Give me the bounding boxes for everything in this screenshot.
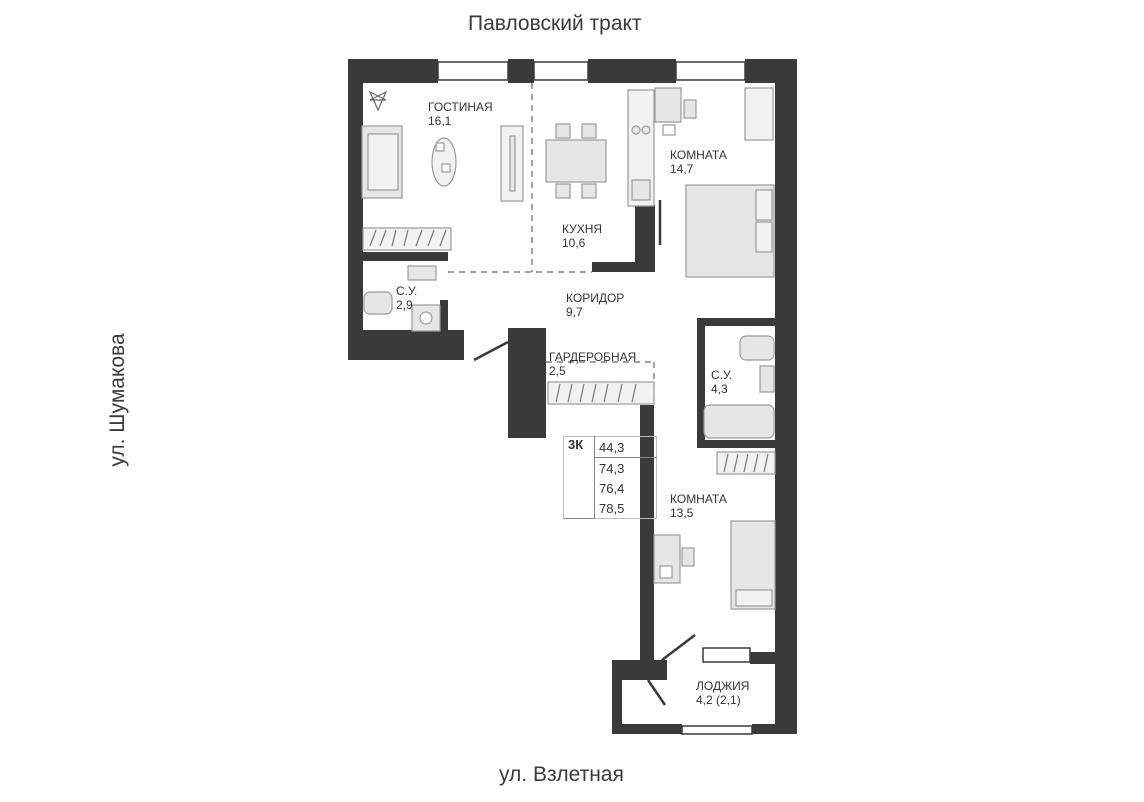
- windows: [437, 61, 753, 735]
- door-loggia: [646, 679, 667, 706]
- room-name: С.У.: [396, 284, 418, 298]
- wall-corridor-pillar: [508, 328, 546, 438]
- wall-bath1-top: [348, 252, 448, 261]
- wall-kitchen-right: [635, 205, 655, 270]
- furniture: [361, 87, 776, 610]
- area-with-loggia-full: 78,5: [599, 500, 625, 516]
- area-with-loggia-half: 76,4: [599, 480, 625, 496]
- room-name: КОРИДОР: [566, 291, 625, 305]
- room-name: ГАРДЕРОБНАЯ: [549, 350, 637, 364]
- bathtub: [703, 404, 775, 439]
- window-kitchen: [533, 61, 589, 81]
- room-area: 9,7: [566, 305, 583, 319]
- room-label-bath1: С.У. 2,9: [396, 284, 417, 312]
- dining-table: [545, 139, 607, 183]
- doors: [473, 200, 696, 706]
- area-table: 3К 44,3 74,3 76,4 78,5: [563, 436, 657, 519]
- area-total: 74,3: [599, 460, 625, 476]
- door-bedroom2: [661, 634, 696, 661]
- window-living: [437, 61, 509, 81]
- wall-loggia-top: [612, 660, 667, 680]
- window-loggia: [681, 725, 753, 735]
- room-name: КУХНЯ: [562, 222, 603, 236]
- room-label-living: ГОСТИНАЯ 16,1: [428, 100, 493, 128]
- wardrobe-rack: [547, 381, 655, 405]
- room-label-bedroom2: КОМНАТА 13,5: [670, 492, 727, 520]
- wall-loggia-left: [612, 660, 622, 734]
- wall-right: [775, 59, 797, 734]
- wall-left-bottom: [348, 330, 464, 360]
- room-name: КОМНАТА: [670, 148, 727, 162]
- room-area: 13,5: [670, 506, 694, 520]
- wall-bath2-top: [697, 318, 777, 326]
- room-area: 2,5: [549, 364, 566, 378]
- sink-bath1: [407, 265, 437, 281]
- wall-bath2-left: [697, 318, 705, 446]
- room-name: ГОСТИНАЯ: [428, 100, 493, 114]
- room-name: С.У.: [711, 368, 733, 382]
- room-area: 4,3: [711, 382, 728, 396]
- toilet-bath2: [739, 335, 775, 361]
- living-wardrobe: [362, 227, 452, 251]
- door-entrance: [473, 340, 509, 362]
- wall-bath2-bottom: [697, 440, 777, 448]
- shelf-bedroom1: [744, 87, 774, 141]
- wall-loggia-bottom-right: [752, 724, 797, 734]
- toilet-bath1: [363, 291, 393, 315]
- desk-bedroom1: [654, 87, 682, 123]
- apartment-type: 3К: [563, 436, 595, 519]
- room-area: 4,2 (2,1): [696, 693, 741, 707]
- area-living: 44,3: [594, 436, 657, 458]
- window-bedroom1: [675, 61, 746, 81]
- room-area: 2,9: [396, 298, 413, 312]
- room-label-kitchen: КУХНЯ 10,6: [562, 222, 602, 250]
- wall-loggia-bottom: [612, 724, 682, 734]
- room-name: ЛОДЖИЯ: [696, 679, 750, 693]
- wall-left: [348, 59, 363, 359]
- room-area: 16,1: [428, 114, 452, 128]
- plant-icon: [368, 90, 388, 112]
- street-label-bottom: ул. Взлетная: [499, 763, 624, 786]
- wall-top-mid1: [508, 59, 534, 83]
- walls: [348, 59, 797, 734]
- wall-loggia-right-top: [750, 652, 780, 664]
- wall-bedroom2-left: [640, 405, 654, 665]
- wall-top-mid2: [588, 59, 676, 83]
- room-label-bath2: С.У. 4,3: [711, 368, 732, 396]
- window-bedroom2: [702, 647, 751, 663]
- room-label-loggia: ЛОДЖИЯ 4,2 (2,1): [696, 679, 749, 707]
- room-label-corridor: КОРИДОР 9,7: [566, 291, 624, 319]
- wall-bath1-right: [440, 300, 448, 330]
- room-area: 14,7: [670, 162, 694, 176]
- wall-kitchen-bottom: [592, 262, 655, 272]
- room-label-wardrobe: ГАРДЕРОБНАЯ 2,5: [549, 350, 636, 378]
- room-area: 10,6: [562, 236, 586, 250]
- room-name: КОМНАТА: [670, 492, 727, 506]
- room-label-bedroom1: КОМНАТА 14,7: [670, 148, 727, 176]
- sink-bath2: [759, 365, 775, 393]
- street-label-top: Павловский тракт: [468, 12, 642, 35]
- washer-bath1: [411, 304, 441, 332]
